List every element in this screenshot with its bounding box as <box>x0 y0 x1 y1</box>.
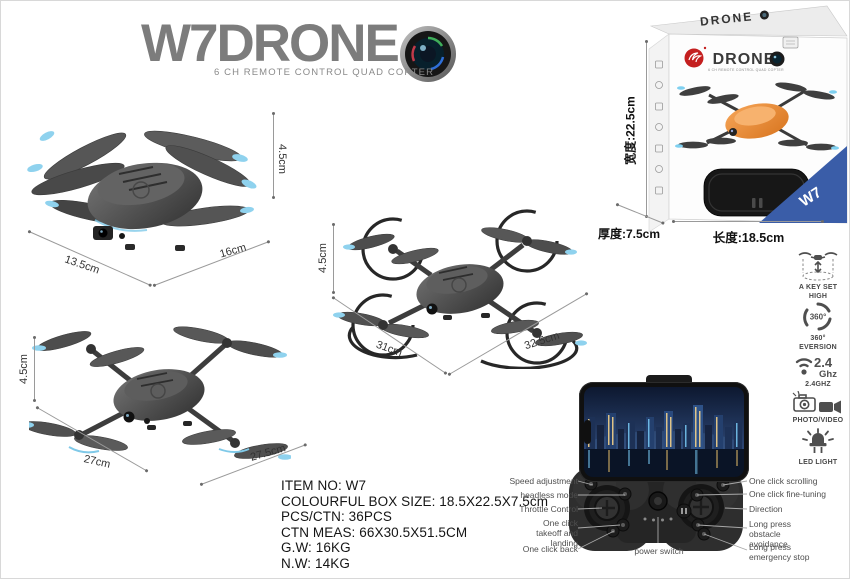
callout-lines <box>577 480 748 551</box>
feature-led-light: LED LIGHT <box>787 428 849 468</box>
box-top-title-group: DRONE <box>699 9 769 29</box>
label-emergency-stop: Long press emergency stop <box>749 542 810 562</box>
led-light-icon <box>802 428 834 453</box>
box-corner-badge <box>782 36 799 49</box>
phone-image <box>579 382 749 482</box>
brand-subtitle: 6 CH REMOTE CONTROL QUAD COPTER <box>214 67 435 78</box>
ctn-meas: CTN MEAS: 66X30.5X51.5CM <box>281 524 468 540</box>
brand-title: W7DRONE <box>141 14 400 73</box>
dim-line-folded-height <box>272 112 275 199</box>
box-model-triangle <box>759 146 847 223</box>
label-one-click-takeoff: One click takeoff and landing <box>536 518 578 548</box>
box-width-label: 宽度:22.5cm <box>623 96 638 165</box>
dim-line-box-length <box>672 220 824 223</box>
dim-line-guarded-height <box>332 223 335 294</box>
photo-video-icon <box>792 391 841 414</box>
360-icon-text: 360° <box>810 313 827 322</box>
wifi-24ghz-icon: 2.4 Ghz <box>795 355 837 379</box>
drone-guarded-image <box>333 209 587 369</box>
feature-360-eversion: 360° 360° EVERSION <box>787 301 849 353</box>
360-flip-icon: 360° <box>803 302 832 331</box>
feature-label: 360° <box>810 335 826 342</box>
box-front-subtitle: 6 CH REMOTE CONTROL QUAD COPTER <box>708 68 784 72</box>
box-side-icons <box>655 60 663 195</box>
dim-line-box-width <box>645 40 648 218</box>
feature-label: LED LIGHT <box>798 459 838 466</box>
label-throttle-control: Throttle Control <box>519 504 578 514</box>
camera-lens-icon <box>400 26 456 82</box>
feature-a-key-set-high: A KEY SET HIGH <box>787 249 849 302</box>
unfolded-height-label: 4.5cm <box>18 354 30 384</box>
pcs-ctn: PCS/CTN: 36PCS <box>281 509 392 525</box>
remote-controller-image <box>569 451 743 551</box>
phone-screen-cityscape <box>584 387 744 477</box>
folded-height-label: 4.5cm <box>276 144 288 174</box>
label-one-click-back: One click back <box>522 544 578 554</box>
dim-line-unfolded-height <box>33 336 36 402</box>
drone-folded-image <box>27 130 257 251</box>
feature-label: PHOTO/VIDEO <box>792 417 844 424</box>
label-obstacle-avoidance: Long press obstacle avoidance <box>749 519 792 549</box>
box-top-title: DRONE <box>699 9 754 28</box>
box-drone-art <box>675 82 839 151</box>
box-size: COLOURFUL BOX SIZE: 18.5X22.5X7.5cm <box>281 493 549 509</box>
item-info-block: ITEM NO: W7 COLOURFUL BOX SIZE: 18.5X22.… <box>281 478 548 572</box>
guarded-height-label: 4.5cm <box>317 243 329 273</box>
item-no: ITEM NO: W7 <box>281 478 367 493</box>
label-power-switch: power switch <box>634 546 684 556</box>
label-speed-adjustment: Speed adjustment <box>509 476 578 486</box>
feature-label: HIGH <box>808 292 828 300</box>
feature-label: EVERSION <box>799 343 837 351</box>
feature-label: 2.4GHZ <box>805 381 831 388</box>
label-direction: Direction <box>749 504 783 514</box>
product-box-image: DRONE DRONE 6 CH REMOTE CONTROL QUAD COP… <box>648 5 848 233</box>
gross-weight: G.W: 16KG <box>281 540 351 556</box>
box-brand-logo <box>684 46 707 68</box>
altitude-hold-icon <box>798 252 838 281</box>
feature-label: A KEY SET <box>798 284 838 291</box>
ghz-icon-unit: Ghz <box>819 369 837 379</box>
label-one-click-fine-tuning: One click fine-tuning <box>749 489 827 499</box>
box-front-title: DRONE <box>713 51 776 68</box>
drone-unfolded-image <box>29 326 291 460</box>
label-headless-mode: headless mode <box>520 490 578 500</box>
box-thickness-label: 厚度:7.5cm <box>597 227 661 241</box>
feature-photo-video: PHOTO/VIDEO <box>787 391 849 426</box>
net-weight: N.W: 14KG <box>281 555 350 571</box>
feature-24ghz: 2.4 Ghz 2.4GHZ <box>787 353 849 390</box>
box-length-label: 长度:18.5cm <box>712 231 785 245</box>
ghz-icon-number: 2.4 <box>814 355 833 370</box>
label-one-click-scrolling: One click scrolling <box>749 476 818 486</box>
